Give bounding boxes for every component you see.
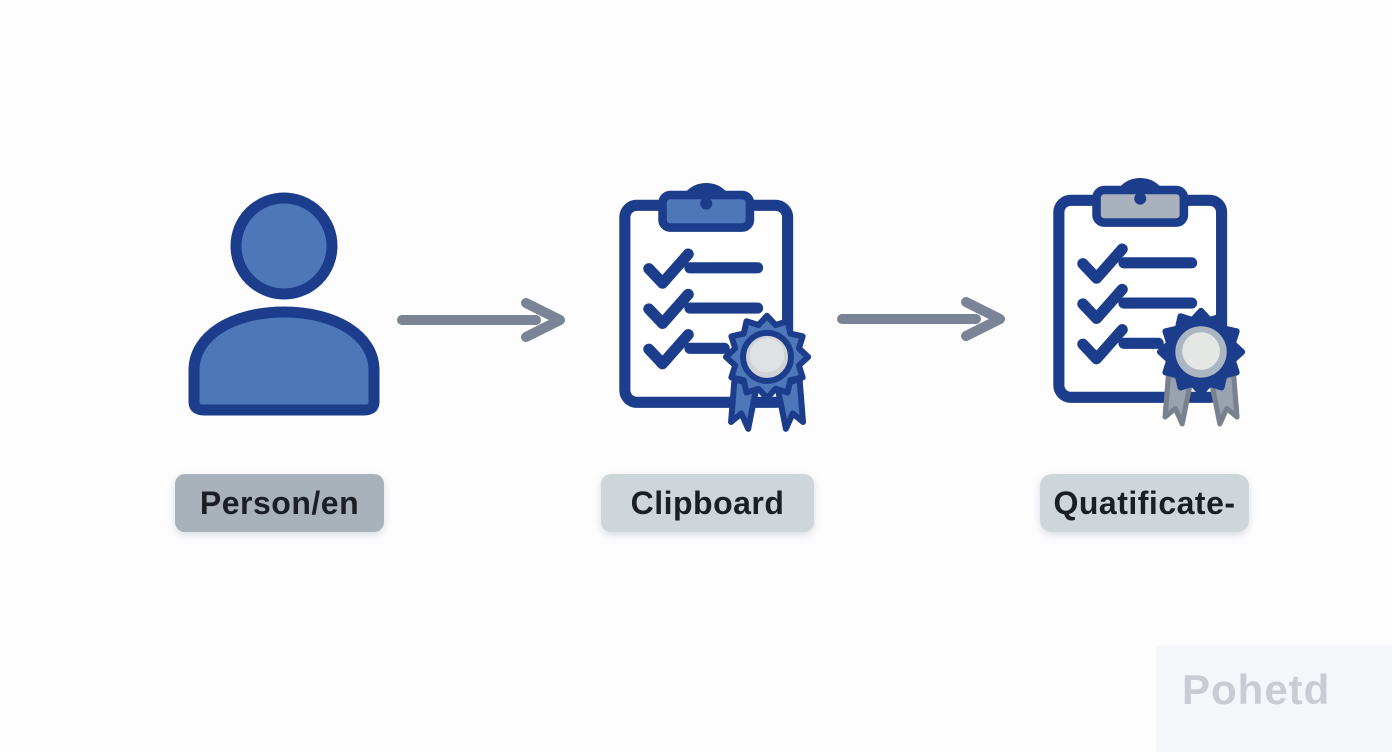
person-head — [230, 192, 338, 300]
checklist-check — [1077, 324, 1128, 365]
seal-center-highlight — [749, 338, 785, 373]
checklist-check — [643, 248, 694, 289]
award-seal — [1156, 307, 1246, 427]
arrow-head — [961, 297, 1005, 341]
clip-hole — [700, 197, 713, 210]
corner-tint-panel — [1156, 646, 1392, 752]
arrow-head — [521, 298, 565, 342]
node-label-clipboard: Clipboard — [601, 474, 814, 532]
person-body — [188, 306, 380, 416]
award-seal — [722, 312, 812, 432]
clipboard-clip — [1092, 185, 1189, 227]
node-label-text: Clipboard — [630, 484, 785, 521]
checklist-check — [1077, 243, 1128, 284]
node-label-certificate: Quatificate- — [1040, 474, 1249, 532]
clipboard-clip — [658, 190, 755, 232]
checklist-check — [1077, 283, 1128, 325]
clipboard-award-gray-icon — [1053, 178, 1246, 427]
node-label-text: Person/en — [199, 484, 360, 521]
checklist-check — [643, 288, 694, 330]
watermark: Pohetd — [1182, 666, 1331, 713]
seal-center-highlight — [1182, 332, 1220, 370]
node-label-text: Quatificate- — [1053, 484, 1236, 521]
arrow-right-icon — [837, 297, 1005, 341]
node-label-person: Person/en — [175, 474, 384, 532]
arrow-right-icon — [397, 298, 565, 342]
person-icon — [188, 192, 380, 416]
clipboard-award-blue-icon — [619, 183, 812, 432]
clip-hole — [1134, 192, 1147, 205]
checklist-check — [643, 329, 694, 370]
